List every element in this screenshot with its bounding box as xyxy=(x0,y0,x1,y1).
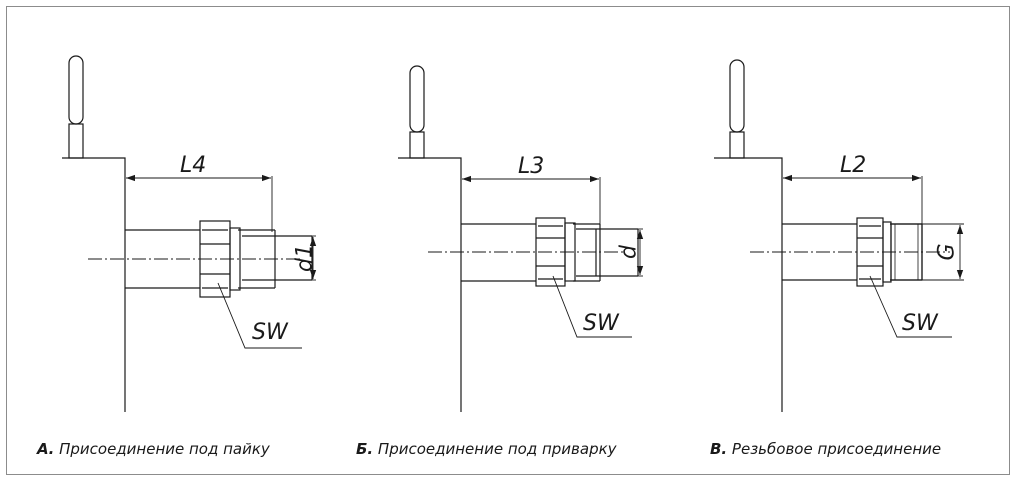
wrench-leader xyxy=(552,275,632,338)
sensor-rod xyxy=(409,65,425,133)
wrench-label-b: SW xyxy=(583,311,620,336)
diameter-label-a: d1 xyxy=(293,244,318,272)
housing-outline xyxy=(398,157,462,412)
wrench-label-a: SW xyxy=(252,320,289,345)
housing-outline xyxy=(714,157,783,412)
pipe-body xyxy=(125,229,313,289)
caption-text-a: Присоединение под пайку xyxy=(59,440,270,458)
wrench-leader xyxy=(869,275,952,338)
sensor-collar xyxy=(729,131,745,159)
length-label-a: L4 xyxy=(180,153,206,178)
caption-a: А. Присоединение под пайку xyxy=(37,440,270,458)
caption-letter-c: В. xyxy=(710,440,728,458)
caption-text-c: Резьбовое присоединение xyxy=(731,440,942,458)
wrench-label-c: SW xyxy=(902,311,939,336)
pipe-body xyxy=(461,223,639,282)
caption-letter-b: Б. xyxy=(356,440,374,458)
sensor-collar xyxy=(409,131,425,159)
diagram-b xyxy=(398,65,644,412)
diameter-label-c: G xyxy=(935,243,960,260)
length-label-c: L2 xyxy=(840,153,866,178)
diagram-a xyxy=(62,55,317,412)
length-label-b: L3 xyxy=(518,154,544,179)
caption-letter-a: А. xyxy=(37,440,55,458)
diagram-c xyxy=(714,59,964,412)
caption-c: В. Резьбовое присоединение xyxy=(710,440,941,458)
housing-outline xyxy=(62,157,126,412)
caption-text-b: Присоединение под приварку xyxy=(377,440,617,458)
caption-b: Б. Присоединение под приварку xyxy=(356,440,617,458)
sensor-rod xyxy=(729,59,745,133)
sensor-collar xyxy=(68,123,84,159)
sensor-rod xyxy=(68,55,84,125)
wrench-leader xyxy=(217,282,302,349)
figure-frame xyxy=(6,6,1010,475)
diameter-label-b: d xyxy=(617,244,642,259)
